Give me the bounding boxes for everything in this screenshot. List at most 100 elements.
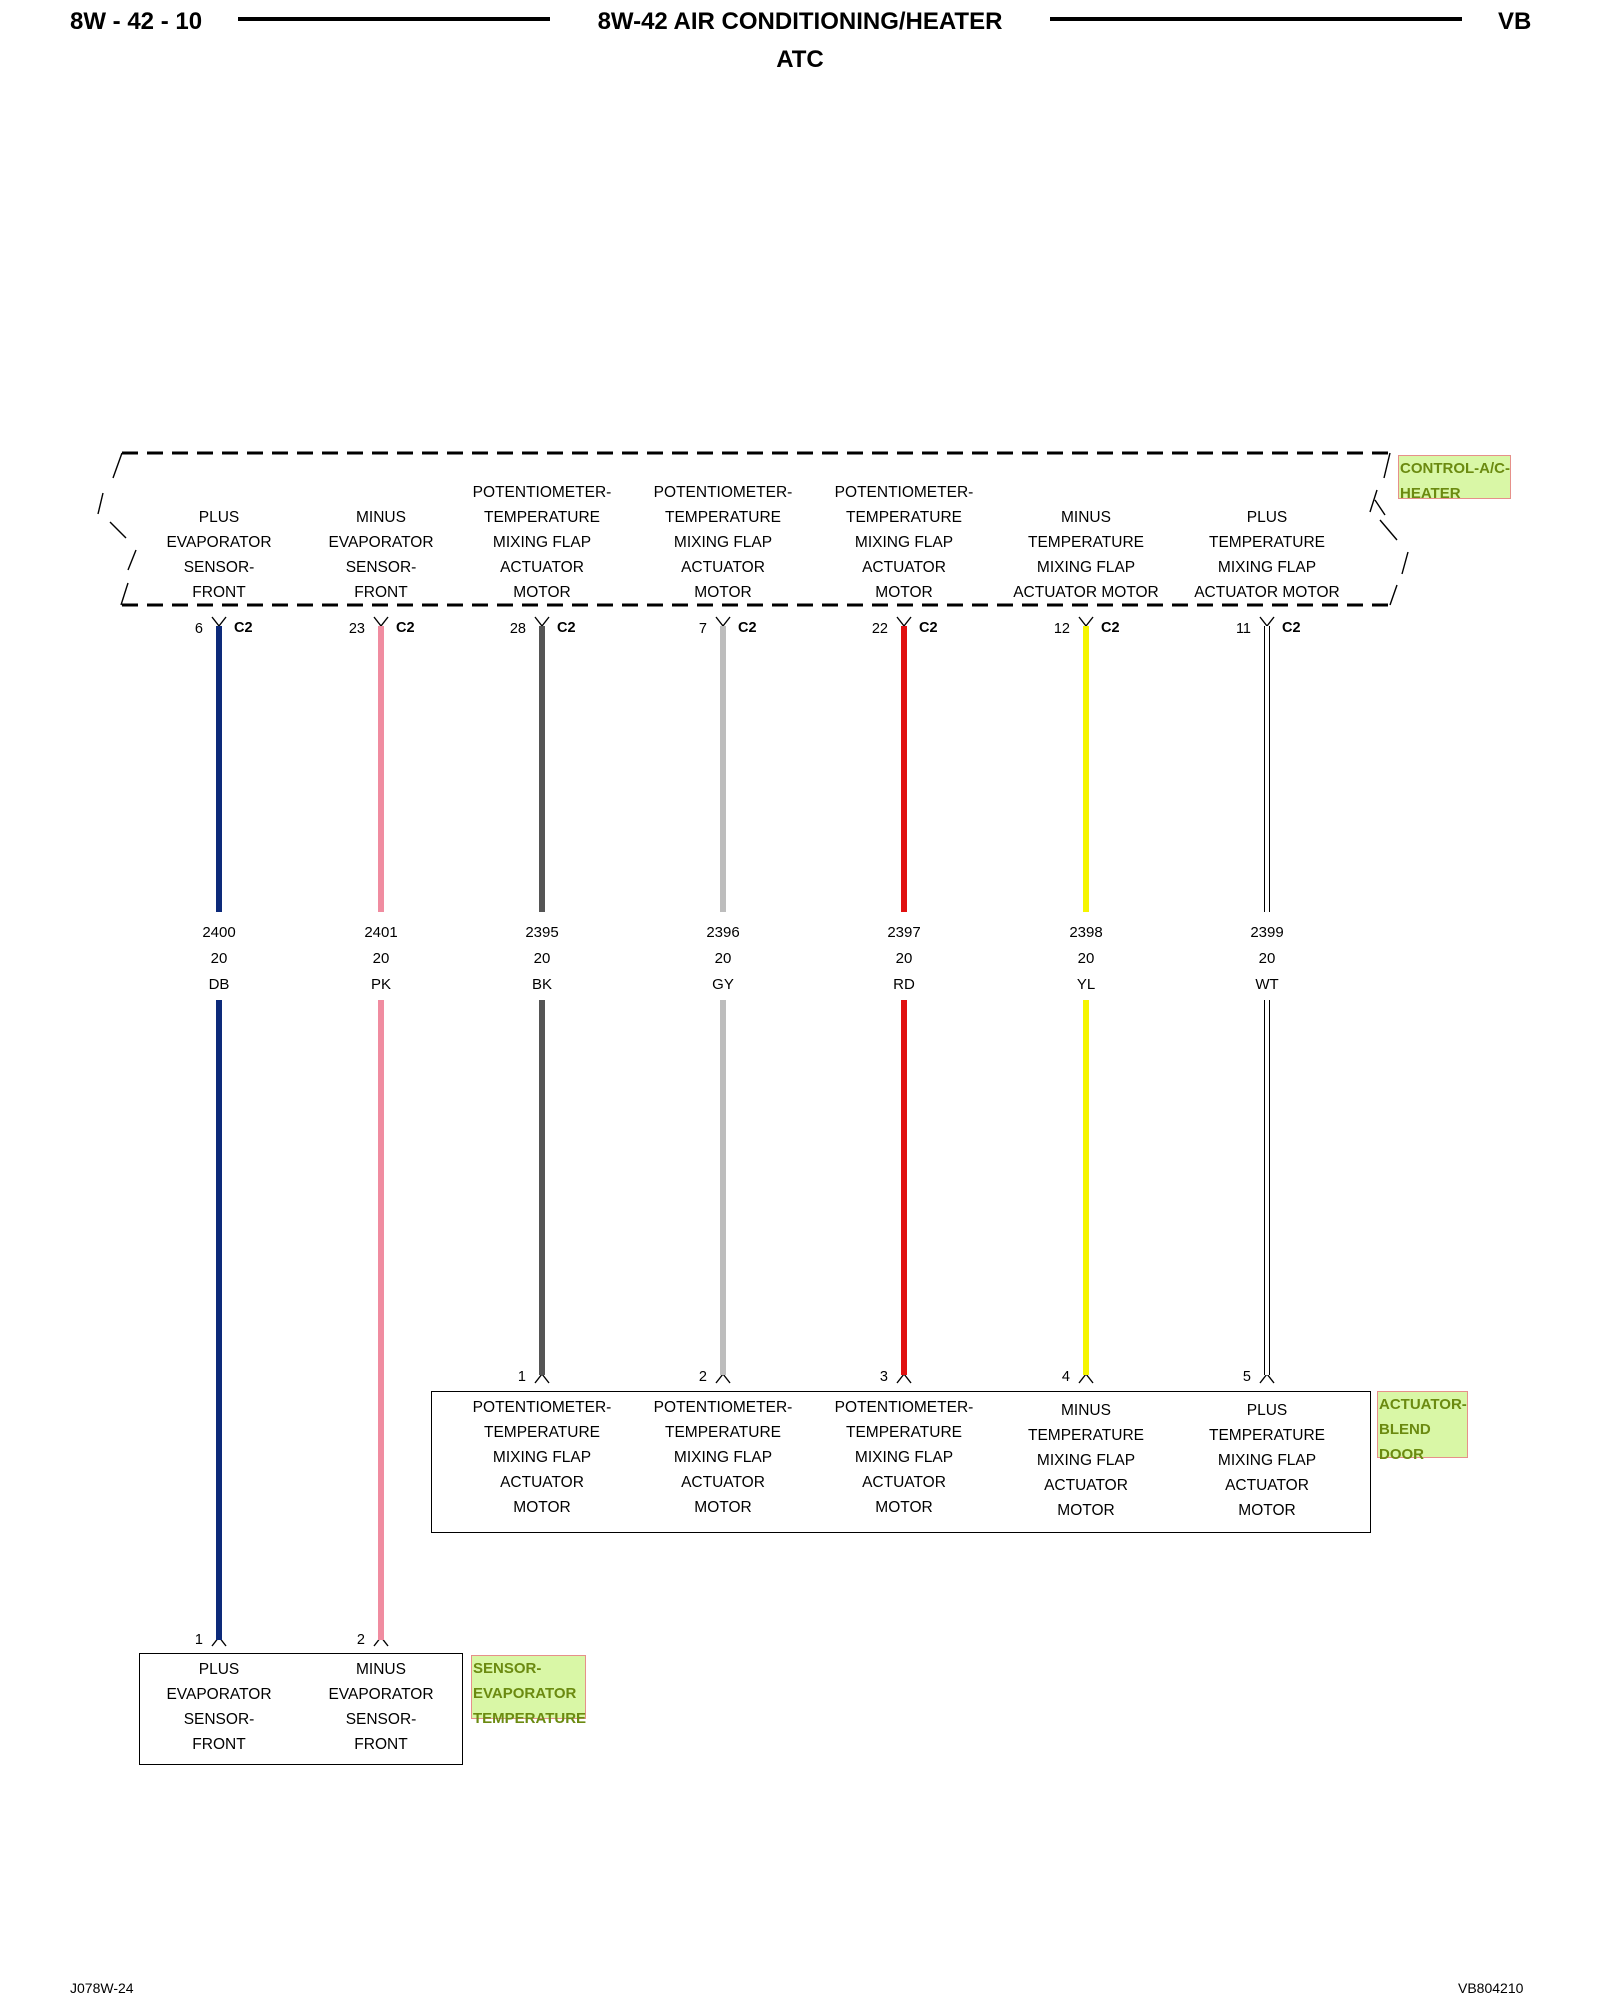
connector-mark: [1085, 1373, 1094, 1384]
control-pin-number: 6: [194, 621, 203, 637]
control-pin-number: 22: [871, 621, 888, 637]
connector-mark: [1078, 616, 1087, 627]
actuator-pin-number: 1: [517, 1369, 526, 1385]
wire-segment: [901, 1000, 907, 1375]
control-pin-number: 23: [348, 621, 365, 637]
wire-gauge: 20: [533, 950, 551, 967]
wire-circuit: 2399: [1250, 924, 1284, 941]
sensor-pin-label: PLUS EVAPORATOR SENSOR- FRONT: [166, 1661, 272, 1753]
wire-gauge: 20: [714, 950, 732, 967]
wire-color-code: BK: [531, 976, 552, 993]
connector-mark: [903, 616, 912, 627]
control-pin-number: 11: [1235, 621, 1251, 637]
sensor-pin-number: 1: [194, 1632, 203, 1648]
connector-id: C2: [396, 620, 415, 636]
connector-mark: [1085, 616, 1094, 627]
wire-segment: [1083, 1000, 1089, 1375]
connector-mark: [541, 1373, 550, 1384]
control-pin-label: PLUS TEMPERATURE MIXING FLAP ACTUATOR MO…: [1194, 509, 1340, 601]
wire-gauge: 20: [895, 950, 913, 967]
wire-segment: [1083, 626, 1089, 912]
wire-color-code: YL: [1076, 976, 1096, 993]
control-pin-number: 7: [698, 621, 707, 637]
connector-mark: [903, 1373, 912, 1384]
header-corner: VB: [1498, 8, 1532, 35]
page-subtitle: ATC: [776, 46, 824, 73]
wire-gauge: 20: [372, 950, 390, 967]
control-pin-label: MINUS EVAPORATOR SENSOR- FRONT: [328, 509, 434, 601]
sensor-module-box: [139, 1653, 463, 1765]
footer-left: J078W-24: [70, 1980, 134, 1996]
wire-segment: [539, 626, 545, 912]
control-module-outline: [97, 451, 1409, 607]
connector-id: C2: [557, 620, 576, 636]
control-pin-number: 28: [509, 621, 526, 637]
wire-segment: [378, 1000, 384, 1640]
connector-mark: [541, 616, 550, 627]
connector-id: C2: [1101, 620, 1120, 636]
wire-segment: [378, 626, 384, 912]
actuator-module-tag[interactable]: ACTUATOR- BLEND DOOR: [1377, 1391, 1468, 1463]
wire-segment: [539, 1000, 545, 1375]
header-rule-right: [1050, 17, 1462, 21]
wire-circuit: 2401: [364, 924, 398, 941]
connector-id: C2: [919, 620, 938, 636]
wire-circuit: 2400: [202, 924, 236, 941]
connector-id: C2: [234, 620, 253, 636]
header-rule-left: [238, 17, 550, 21]
wire-gauge: 20: [1077, 950, 1095, 967]
connector-mark: [1078, 1373, 1087, 1384]
connector-id: C2: [1282, 620, 1301, 636]
connector-mark: [715, 1373, 724, 1384]
connector-mark: [218, 616, 227, 627]
actuator-pin-label: POTENTIOMETER- TEMPERATURE MIXING FLAP A…: [653, 1399, 793, 1516]
actuator-pin-number: 2: [698, 1369, 707, 1385]
control-module-tag[interactable]: CONTROL-A/C- HEATER: [1398, 455, 1511, 502]
connector-mark: [534, 1373, 543, 1384]
wire-segment: [720, 1000, 726, 1375]
sensor-module-tag[interactable]: SENSOR- EVAPORATOR TEMPERATURE: [471, 1655, 586, 1727]
connector-mark: [1259, 1373, 1268, 1384]
connector-mark: [1266, 1373, 1275, 1384]
actuator-pin-label: POTENTIOMETER- TEMPERATURE MIXING FLAP A…: [834, 1399, 974, 1516]
actuator-pin-number: 3: [879, 1369, 888, 1385]
wire-circuit: 2395: [525, 924, 559, 941]
connector-mark: [211, 616, 220, 627]
wire-segment: [216, 626, 222, 912]
actuator-pin-number: 4: [1061, 1369, 1070, 1385]
sensor-pin-label: MINUS EVAPORATOR SENSOR- FRONT: [328, 1661, 434, 1753]
control-pin-label: POTENTIOMETER- TEMPERATURE MIXING FLAP A…: [834, 484, 974, 601]
sensor-pin-number: 2: [356, 1632, 365, 1648]
page-title: 8W-42 AIR CONDITIONING/HEATER: [597, 8, 1003, 35]
actuator-module-box: [431, 1391, 1371, 1533]
connector-mark: [722, 616, 731, 627]
wire-segment: [901, 626, 907, 912]
control-pin-label: PLUS EVAPORATOR SENSOR- FRONT: [166, 509, 272, 601]
footer-right: VB804210: [1458, 1980, 1524, 1996]
actuator-pin-label: PLUS TEMPERATURE MIXING FLAP ACTUATOR MO…: [1209, 1402, 1325, 1519]
actuator-pin-label: MINUS TEMPERATURE MIXING FLAP ACTUATOR M…: [1028, 1402, 1144, 1519]
wire-color-code: PK: [370, 976, 391, 993]
page-number: 8W - 42 - 10: [70, 8, 203, 35]
wire-color-code: RD: [893, 976, 915, 993]
wire-circuit: 2398: [1069, 924, 1103, 941]
connector-mark: [534, 616, 543, 627]
wire-segment: [720, 626, 726, 912]
connector-mark: [1259, 616, 1268, 627]
wire-segment: [1264, 626, 1270, 912]
wire-circuit: 2396: [706, 924, 740, 941]
wire-color-code: DB: [208, 976, 230, 993]
actuator-pin-number: 5: [1242, 1369, 1251, 1385]
connector-mark: [1266, 616, 1275, 627]
wire-color-code: GY: [712, 976, 734, 993]
wire-gauge: 20: [1258, 950, 1276, 967]
wire-circuit: 2397: [887, 924, 921, 941]
actuator-pin-label: POTENTIOMETER- TEMPERATURE MIXING FLAP A…: [472, 1399, 612, 1516]
connector-mark: [896, 1373, 905, 1384]
connector-mark: [380, 616, 389, 627]
control-pin-label: MINUS TEMPERATURE MIXING FLAP ACTUATOR M…: [1013, 509, 1159, 601]
connector-mark: [722, 1373, 731, 1384]
control-pin-label: POTENTIOMETER- TEMPERATURE MIXING FLAP A…: [653, 484, 793, 601]
connector-mark: [896, 616, 905, 627]
